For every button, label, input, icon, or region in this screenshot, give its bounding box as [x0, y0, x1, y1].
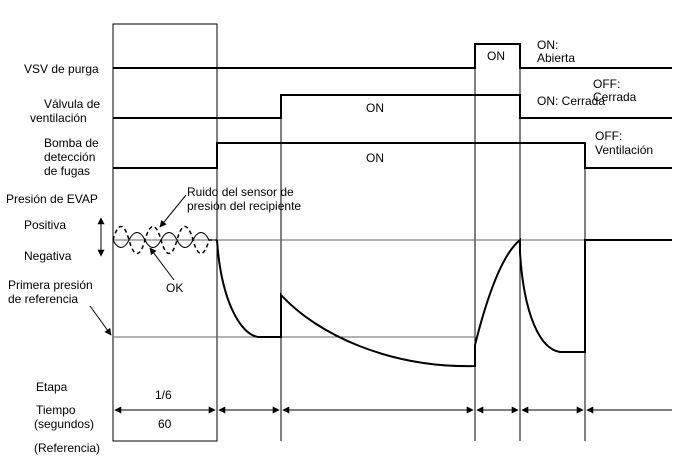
reference-pressure-line2: de referencia: [8, 292, 78, 306]
evap-pressure-curve: [216, 237, 672, 368]
vent-waveform: [113, 94, 672, 119]
noise-label-line1: Ruido del sensor de: [187, 185, 294, 199]
pump-label-line3: de fugas: [44, 164, 90, 178]
noise-arrow: [159, 194, 187, 228]
time-value: 60: [158, 417, 172, 431]
ok-arrow: [149, 247, 175, 281]
vent-state-off-line2: Cerrada: [593, 90, 637, 104]
vent-on-label: ON: [366, 101, 384, 115]
reference-arrow: [89, 305, 112, 336]
reference-note: (Referencia): [34, 441, 100, 455]
vent-label-line2: ventilación: [30, 111, 87, 125]
vent-label-line1: Válvula de: [44, 97, 100, 111]
pump-state-line1: OFF:: [595, 129, 622, 143]
vent-state-on: ON: Cerrada: [537, 94, 605, 108]
vent-state-off-line1: OFF:: [593, 77, 620, 91]
vsv-label: VSV de purga: [24, 62, 99, 76]
stage-value: 1/6: [155, 388, 172, 402]
pump-label-line2: detección: [44, 150, 95, 164]
reference-pressure-line1: Primera presión: [8, 278, 93, 292]
stage-label: Etapa: [36, 380, 68, 394]
vsv-waveform: [113, 43, 672, 69]
vsv-state-line2: Abierta: [537, 51, 575, 65]
pressure-title: Presión de EVAP: [6, 192, 98, 206]
noise-label-line2: presión del recipiente: [187, 199, 301, 213]
stage-box: [112, 23, 218, 442]
vsv-on-label: ON: [487, 49, 505, 63]
pump-label-line1: Bomba de: [44, 136, 99, 150]
time-label-line1: Tiempo: [36, 403, 76, 417]
pump-on-label: ON: [366, 151, 384, 165]
pressure-negative: Negativa: [24, 249, 72, 263]
ok-wave: [112, 232, 217, 248]
time-label-line2: (segundos): [34, 417, 94, 431]
pump-state-line2: Ventilación: [595, 143, 653, 157]
vsv-state-line1: ON:: [537, 38, 558, 52]
ok-label: OK: [166, 281, 183, 295]
pressure-positive: Positiva: [24, 218, 66, 232]
pump-waveform: [113, 142, 672, 169]
